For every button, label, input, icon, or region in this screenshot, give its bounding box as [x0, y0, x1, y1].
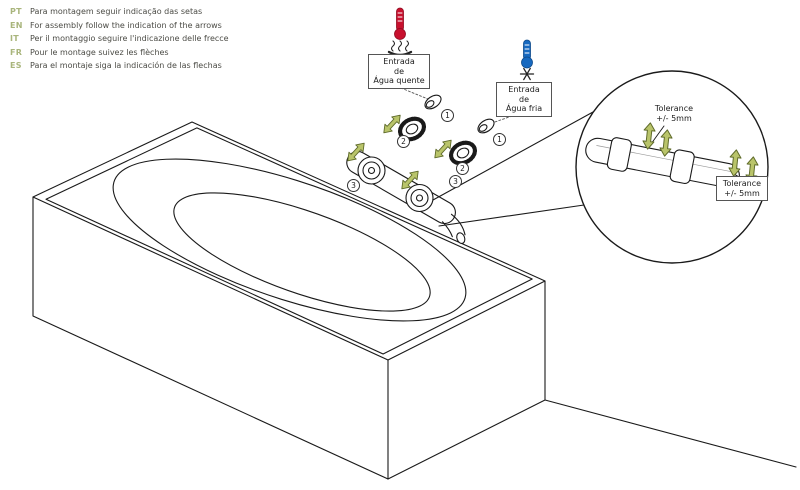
step-callout-3: 3: [347, 179, 360, 192]
bar-flange-cold: [405, 183, 434, 213]
tub-rim-inner: [45, 127, 533, 355]
knurled-ring-hot: [397, 116, 427, 142]
instruction-text: Pour le montage suivez les flèches: [30, 47, 169, 57]
language-code: PT: [10, 7, 22, 16]
instruction-row-pt: PT Para montagem seguir indicação das se…: [10, 5, 229, 19]
step-callout-3: 3: [449, 175, 462, 188]
hot-water-inlet-label: Entrada de Água quente: [368, 54, 430, 89]
hot-inlet-line1: Entrada: [383, 57, 415, 66]
snowflake-icon: [519, 67, 535, 81]
eccentric-fitting-hot: [424, 94, 442, 110]
instruction-text: Para montagem seguir indicação das setas: [30, 7, 203, 16]
hot-inlet-line3: Água quente: [373, 76, 425, 85]
tolerance-right-line2: +/- 5mm: [724, 188, 760, 198]
instruction-text: Per il montaggio seguire l'indicazione d…: [30, 34, 229, 44]
step-callout-2: 2: [397, 135, 410, 148]
tolerance-right-line1: Tolerance: [722, 179, 762, 188]
heat-waves-icon: [387, 40, 413, 57]
instruction-row-es: ES Para el montaje siga la indicación de…: [10, 59, 229, 73]
instruction-text: Para el montaje siga la indicación de la…: [30, 61, 222, 71]
faucet-exploded-view: [343, 94, 495, 245]
instruction-text: For assembly follow the indication of th…: [30, 20, 222, 30]
detail-leader-bottom: [438, 204, 585, 227]
tolerance-label-right: Tolerance +/- 5mm: [716, 176, 768, 201]
knurled-ring-cold: [448, 140, 478, 166]
thermometer-hot-icon: [394, 7, 406, 40]
cold-inlet-line2: de: [519, 94, 529, 104]
instruction-row-en: EN For assembly follow the indication of…: [10, 19, 229, 33]
detail-view: [432, 70, 769, 264]
eccentric-fitting-cold: [477, 118, 495, 134]
thermometer-cold-icon: [521, 39, 533, 69]
bar-flange-hot: [357, 156, 386, 185]
instruction-row-it: IT Per il montaggio seguire l'indicazion…: [10, 32, 229, 46]
tub-basin: [57, 132, 523, 348]
cold-water-inlet-label: Entrada de Água fria: [496, 82, 552, 117]
instruction-row-fr: FR Pour le montage suivez les flèches: [10, 46, 229, 60]
language-code: IT: [10, 34, 20, 44]
tolerance-top-line2: +/- 5mm: [656, 113, 692, 123]
tolerance-label-top: Tolerance +/- 5mm: [645, 104, 703, 123]
inlet-leader-lines: [400, 87, 513, 124]
tolerance-top-line1: Tolerance: [654, 104, 694, 113]
instruction-list: PT Para montagem seguir indicação das se…: [10, 5, 229, 73]
tub-side-panel: [387, 280, 546, 480]
language-code: EN: [10, 20, 23, 30]
tolerance-pointer-line: [650, 125, 665, 145]
tub-basin-floor: [134, 174, 470, 330]
cold-inlet-line3: Água fria: [505, 104, 543, 113]
bathtub-drawing: [32, 122, 546, 480]
hot-inlet-line2: de: [394, 66, 404, 76]
cold-inlet-line1: Entrada: [508, 85, 540, 94]
step-callout-2: 2: [456, 162, 469, 175]
language-code: ES: [10, 61, 22, 71]
step-callout-1: 1: [441, 109, 454, 122]
step-callout-1: 1: [493, 133, 506, 146]
language-code: FR: [10, 47, 23, 57]
tub-front-panel: [32, 196, 389, 480]
floor-line: [544, 399, 797, 468]
